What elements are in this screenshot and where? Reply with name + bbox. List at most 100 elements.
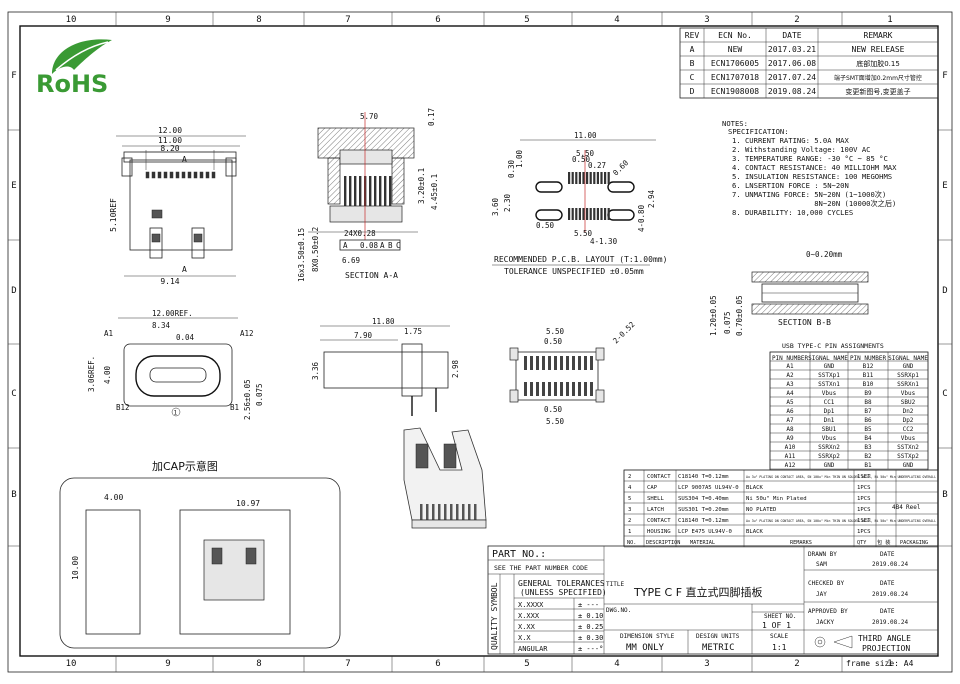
- pin-table-cell: B6: [864, 417, 872, 424]
- pin-table-cell: B11: [863, 372, 874, 379]
- pin-table-cell: SSRXn1: [897, 381, 919, 388]
- pcb-pad: [575, 208, 578, 220]
- dim-label: 1.75: [404, 327, 422, 336]
- bom-cell: 1PCS: [857, 507, 870, 513]
- bom-cell: 2: [628, 474, 631, 480]
- bottom-pin: [578, 382, 581, 396]
- contact-tooth: [145, 171, 150, 179]
- dim-label: 3.06REF.: [87, 356, 96, 392]
- pin-table-cell: A12: [785, 462, 796, 469]
- rev-header: DATE: [782, 31, 801, 40]
- tol-value: ± 0.25: [578, 623, 603, 631]
- design-units-value: METRIC: [702, 643, 735, 653]
- zone-label: 10: [66, 15, 77, 25]
- pcb-pad: [586, 172, 589, 184]
- note-item: 2. Withstanding Voltage: 100V AC: [732, 145, 870, 154]
- bom-cell: SHELL: [647, 496, 664, 502]
- tol-key: ANGULAR: [518, 645, 548, 653]
- zone-label: B: [11, 490, 16, 500]
- pin-table-cell: A5: [786, 399, 794, 406]
- pin-table-cell: A4: [786, 390, 794, 397]
- dim-style-value: MM ONLY: [626, 643, 665, 653]
- note-item: 8. DURABILITY: 10,000 CYCLES: [732, 208, 853, 217]
- bottom-pin: [548, 356, 551, 370]
- iso-pin: [426, 504, 429, 520]
- dim-label: 7.90: [354, 331, 373, 340]
- rev-cell: ECN1908008: [711, 87, 759, 96]
- pcb-pad: [600, 208, 603, 220]
- pcb-pad: [596, 172, 599, 184]
- rev-cell: 2019.08.24: [768, 87, 816, 96]
- bottom-pin: [542, 382, 545, 396]
- bom-cell: Au 3u" PLATING ON CONTACT AREA, SN 100u"…: [746, 519, 936, 523]
- leaf-vein-icon: [55, 41, 109, 71]
- zone-label: 7: [345, 15, 350, 25]
- contact-pin: [389, 176, 392, 222]
- pin-table-cell: Dp2: [903, 417, 914, 424]
- bom-cell: HOUSING: [647, 529, 671, 535]
- pin-table-cell: B5: [864, 426, 872, 433]
- bom-cell: CONTACT: [647, 474, 671, 480]
- iso-view: [403, 427, 487, 529]
- zone-label: 1: [887, 659, 892, 669]
- projection-line1: THIRD ANGLE: [858, 634, 911, 643]
- fcf-cell: A: [343, 241, 348, 250]
- dim-label: 0.50: [572, 155, 591, 164]
- contact-tooth: [157, 171, 162, 179]
- pin-table-cell: B2: [864, 453, 872, 460]
- pin-table-cell: B4: [864, 435, 872, 442]
- dim-label: 2.30: [503, 193, 512, 212]
- dim-label: 11.80: [372, 317, 395, 326]
- pcb-tolerance: TOLERANCE UNSPECIFIED ±0.05mm: [504, 267, 644, 276]
- dim-label: 9.14: [160, 277, 179, 286]
- zone-label: 5: [524, 659, 529, 669]
- bom-cell: 1PCS: [857, 529, 870, 535]
- zone-label: 5: [524, 15, 529, 25]
- section-mark: A: [182, 265, 187, 274]
- bottom-pin: [578, 356, 581, 370]
- date-value: 2019.08.24: [872, 619, 909, 626]
- bom-cell: 1PCS: [857, 496, 870, 502]
- pin-header: PIN NUMBER: [850, 355, 887, 362]
- iso-pin: [438, 504, 441, 520]
- contact-tooth: [193, 171, 198, 179]
- zone-label: 3: [704, 659, 709, 669]
- top-zone-labels: 10 9 8 7 6 5 4 3 2 1: [66, 15, 893, 25]
- dim-label: 12.00: [158, 126, 182, 135]
- bom-footer-cell: QTY: [857, 540, 867, 546]
- title-block: PART NO.: SEE THE PART NUMBER CODE QUALI…: [487, 545, 939, 655]
- bom-footer-cell: PACKAGING: [900, 540, 928, 546]
- bom-cell: 1SET: [857, 518, 871, 524]
- bottom-pin: [542, 356, 545, 370]
- note-item: 4. CONTACT RESISTANCE: 40 MILLIOHM MAX: [732, 163, 897, 172]
- dim-label: 0.50: [544, 405, 563, 414]
- pcb-title: RECOMMENDED P.C.B. LAYOUT (T:1.00mm): [494, 255, 667, 264]
- dim-style-label: DIMENSION STYLE: [620, 633, 675, 640]
- bottom-zone-labels: 10 9 8 7 6 5 4 3 2 1: [66, 659, 893, 669]
- quality-symbol: QUALITY SYMBOL: [490, 582, 499, 650]
- bom-cell: CAP: [647, 485, 658, 491]
- design-units-label: DESIGN UNITS: [696, 633, 740, 640]
- bom-cell: 3: [628, 507, 631, 513]
- dim-label: 12.00REF.: [152, 309, 193, 318]
- contact-pin: [359, 176, 362, 222]
- bom-footer-cell: MATERIAL: [690, 540, 715, 546]
- dim-label: 1.20±0.05: [709, 295, 718, 336]
- pcb-pad: [582, 172, 585, 184]
- dim-label: 11.00: [574, 131, 597, 140]
- iso-pin: [474, 504, 477, 520]
- pin-table-cell: B12: [863, 363, 874, 370]
- dim-label: 4-0.80: [637, 204, 646, 232]
- bom-cell: NO PLATED: [746, 507, 777, 513]
- pin-table-cell: A10: [785, 444, 796, 451]
- fcf-cell: 0.04: [176, 333, 195, 342]
- dim-label: 2.56±0.05: [243, 379, 252, 420]
- rev-header: REMARK: [864, 31, 893, 40]
- dim-label: 24X0.28: [344, 229, 376, 238]
- pin-table-cell: A2: [786, 372, 794, 379]
- rev-cell: 端子SMT面增加0.2mm尺寸管控: [834, 74, 922, 82]
- pcb-pad: [600, 172, 603, 184]
- dwg-no-label: DWG.NO.: [606, 607, 631, 614]
